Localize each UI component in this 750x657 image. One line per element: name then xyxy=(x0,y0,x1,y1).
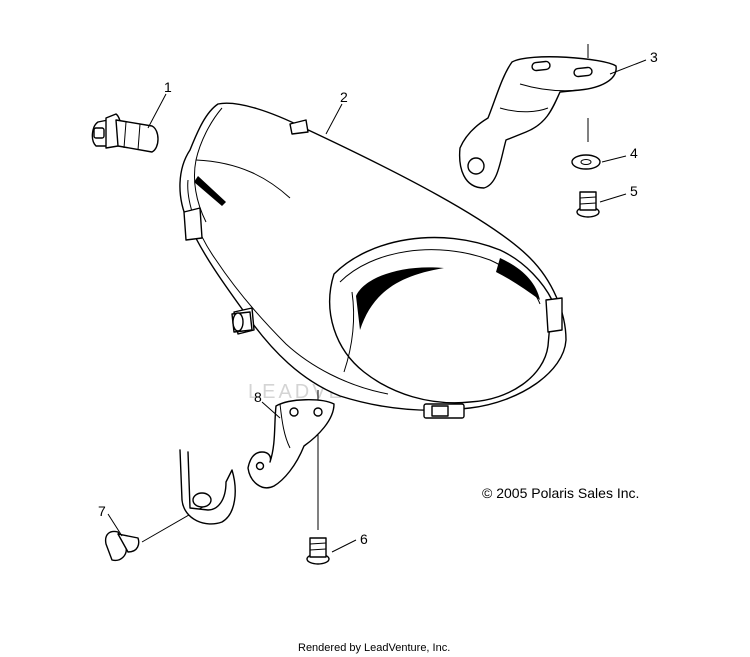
bolt-part xyxy=(104,503,209,562)
headlight-housing-part xyxy=(179,102,567,419)
upper-screw-part xyxy=(576,191,600,218)
upper-bracket-part xyxy=(458,44,617,189)
callout-5: 5 xyxy=(630,183,638,199)
housing-bolt-part xyxy=(231,311,253,333)
leader-lines xyxy=(107,59,647,553)
lower-screw-part xyxy=(306,390,330,565)
callout-7: 7 xyxy=(98,503,106,519)
callout-1: 1 xyxy=(164,79,172,95)
copyright-text: © 2005 Polaris Sales Inc. xyxy=(482,485,639,501)
lower-bracket-part xyxy=(247,399,335,489)
bulb-part xyxy=(91,113,159,153)
callout-6: 6 xyxy=(360,531,368,547)
washer-part xyxy=(571,154,601,170)
callout-4: 4 xyxy=(630,145,638,161)
callout-2: 2 xyxy=(340,89,348,105)
callout-numbers: 1 2 3 4 5 6 7 8 xyxy=(98,49,658,547)
footer-text: Rendered by LeadVenture, Inc. xyxy=(298,642,450,654)
frame-tab-part xyxy=(179,449,236,525)
callout-8: 8 xyxy=(254,389,262,405)
callout-3: 3 xyxy=(650,49,658,65)
